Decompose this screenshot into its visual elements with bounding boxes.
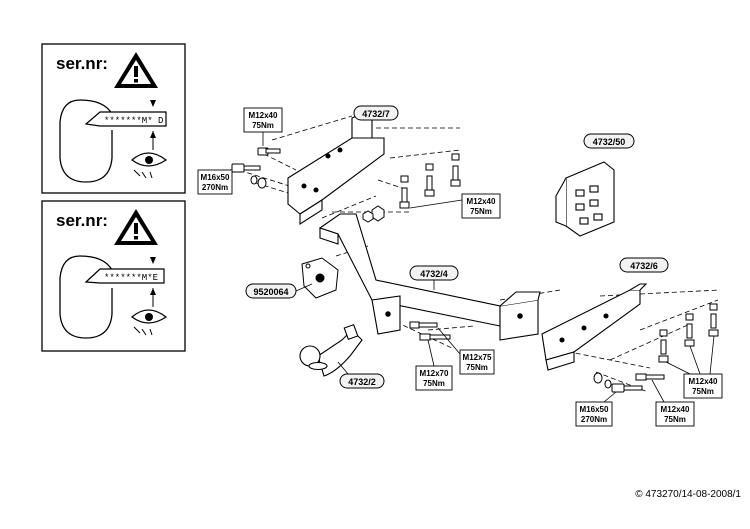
part-label: 4732/4 — [420, 269, 448, 279]
spec-m12x40-top-left: M12x40 75Nm — [243, 107, 283, 146]
spec-m12x40-right-upper: M12x40 75Nm — [665, 335, 723, 399]
callout-tow-ball: 4732/2 — [337, 361, 385, 389]
bolt-set-center — [399, 153, 461, 209]
spec-torque: 75Nm — [692, 387, 714, 396]
eye-icon — [131, 309, 168, 336]
panel-label: ser.nr: — [56, 211, 108, 230]
callout-electrical-kit: 4732/50 — [583, 133, 635, 149]
callout-crossbar: 4732/4 — [409, 265, 459, 290]
bolt-set-crossbar — [409, 321, 451, 341]
spec-size: M16x50 — [201, 173, 230, 182]
serial-plate — [84, 111, 167, 127]
panel-label: ser.nr: — [56, 54, 108, 73]
spec-torque: 270Nm — [581, 415, 607, 424]
spec-m12x70: M12x70 75Nm — [415, 339, 453, 391]
serial-number: *******M*E — [104, 273, 158, 283]
bolt-set-right — [593, 303, 719, 393]
serial-number: *******M* D — [104, 116, 163, 126]
callout-left-bracket: 4732/7 — [353, 105, 399, 121]
spec-m16x50-left: M16x50 270Nm — [197, 169, 233, 195]
spec-torque: 75Nm — [252, 121, 274, 130]
crossbar — [318, 213, 541, 341]
spec-size: M12x40 — [689, 377, 718, 386]
spec-size: M12x40 — [467, 197, 496, 206]
left-bracket — [287, 109, 385, 226]
spec-torque: 75Nm — [664, 415, 686, 424]
spec-size: M12x40 — [661, 405, 690, 414]
hitch-outline — [59, 99, 113, 183]
part-label: 4732/7 — [362, 109, 390, 119]
right-bracket — [541, 283, 648, 371]
tow-ball — [299, 323, 363, 377]
spec-size: M12x75 — [463, 353, 492, 362]
spec-size: M12x40 — [249, 111, 278, 120]
warning-icon — [114, 209, 158, 245]
spec-size: M16x50 — [580, 405, 609, 414]
hitch-outline — [59, 255, 113, 339]
spec-torque: 75Nm — [423, 379, 445, 388]
callout-ball-mount: 9520064 — [245, 283, 313, 299]
part-label: 9520064 — [253, 287, 288, 297]
part-label: 4732/6 — [630, 261, 658, 271]
copyright-footer: © 473270/14-08-2008/1 — [635, 489, 741, 500]
electrical-kit — [555, 161, 615, 237]
part-label: 4732/2 — [348, 377, 376, 387]
eye-icon — [131, 152, 168, 179]
spec-size: M12x70 — [420, 369, 449, 378]
spec-m12x40-right-lower: M12x40 75Nm — [651, 379, 695, 427]
bolt-set-left — [231, 147, 385, 223]
part-label: 4732/50 — [593, 137, 626, 147]
serial-panel-bottom: ser.nr: *******M*E — [41, 200, 186, 352]
serial-panel-top: ser.nr: *******M* D — [41, 43, 186, 194]
spec-m16x50-right: M16x50 270Nm — [575, 391, 617, 427]
warning-icon — [114, 52, 158, 88]
ball-mount — [301, 257, 339, 299]
spec-m12x75: M12x75 75Nm — [437, 327, 495, 375]
spec-torque: 75Nm — [470, 207, 492, 216]
callout-right-bracket: 4732/6 — [619, 257, 669, 273]
serial-plate — [84, 268, 165, 284]
spec-torque: 75Nm — [466, 363, 488, 372]
spec-torque: 270Nm — [202, 183, 228, 192]
spec-m12x40-center: M12x40 75Nm — [409, 193, 501, 219]
